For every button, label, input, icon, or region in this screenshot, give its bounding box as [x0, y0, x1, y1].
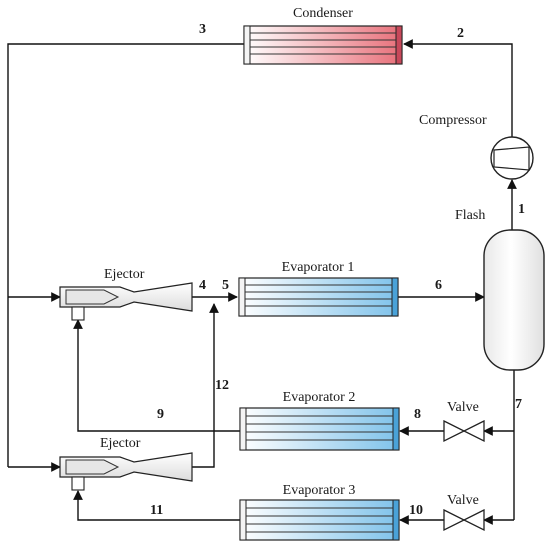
- evaporator-2: [239, 407, 400, 451]
- pipe-12: [192, 303, 219, 468]
- flash-label: Flash: [455, 208, 485, 223]
- compressor-label: Compressor: [419, 113, 487, 128]
- condenser-label: Condenser: [293, 6, 353, 21]
- state-point-12: 12: [215, 378, 229, 393]
- pipes: [7, 39, 517, 525]
- ejector-1: [59, 282, 193, 321]
- compressor: [490, 136, 534, 180]
- state-point-7: 7: [515, 397, 522, 412]
- condenser: [243, 25, 403, 65]
- flash-tank: [483, 229, 545, 371]
- evaporator-2-label: Evaporator 2: [283, 390, 356, 405]
- valve-1: [443, 419, 485, 443]
- pipe-2: [403, 39, 513, 138]
- state-point-9: 9: [157, 407, 164, 422]
- state-point-1: 1: [518, 202, 525, 217]
- ejector-1-label: Ejector: [104, 267, 145, 282]
- state-point-4: 4: [199, 278, 206, 293]
- pipe-3: [7, 43, 244, 467]
- evaporator-1-label: Evaporator 1: [282, 260, 355, 275]
- valve-1-label: Valve: [447, 400, 479, 415]
- evaporator-1: [238, 277, 399, 317]
- state-point-8: 8: [414, 407, 421, 422]
- pipe-9: [73, 319, 240, 432]
- valve-2: [443, 508, 485, 532]
- state-point-5: 5: [222, 278, 229, 293]
- ejector-2: [59, 452, 193, 491]
- valve-2-label: Valve: [447, 493, 479, 508]
- state-point-3: 3: [199, 22, 206, 37]
- state-point-10: 10: [409, 503, 423, 518]
- evaporator-3-label: Evaporator 3: [283, 483, 356, 498]
- state-point-2: 2: [457, 26, 464, 41]
- state-point-11: 11: [150, 503, 163, 518]
- pipe-11: [73, 490, 240, 521]
- ejector-2-label: Ejector: [100, 436, 141, 451]
- evaporator-3: [239, 499, 400, 541]
- state-point-6: 6: [435, 278, 442, 293]
